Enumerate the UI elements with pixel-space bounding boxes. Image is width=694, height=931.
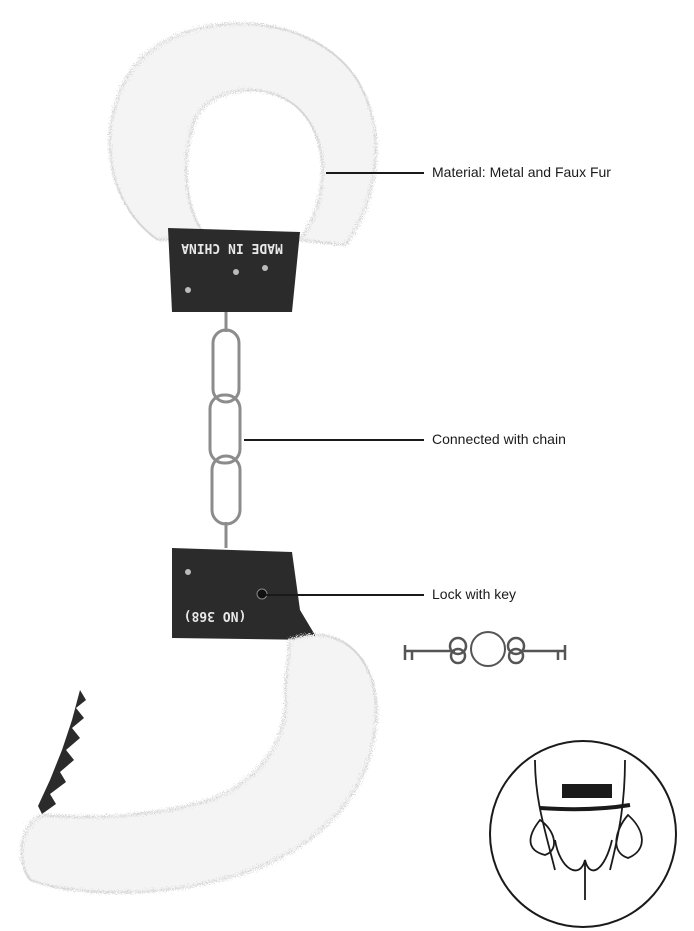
chain-callout: Connected with chain	[432, 431, 566, 447]
top-cuff-body: MADE IN CHINA	[168, 228, 300, 312]
chain	[208, 312, 242, 548]
top-cuff-engraving: MADE IN CHINA	[181, 240, 283, 255]
key-icon	[403, 631, 567, 667]
lock-leader-line	[266, 594, 424, 596]
material-callout: Material: Metal and Faux Fur	[432, 164, 611, 180]
chain-leader-line	[244, 439, 424, 441]
bottom-cuff-body: (NO 368)	[172, 548, 318, 640]
ratchet-teeth	[38, 690, 86, 814]
top-fur-ring	[108, 22, 377, 247]
bottom-fur-sleeve	[20, 634, 378, 894]
lock-callout: Lock with key	[432, 586, 517, 602]
usage-illustration-icon	[489, 740, 677, 928]
material-leader-line	[326, 172, 424, 174]
bottom-cuff-engraving: (NO 368)	[184, 608, 247, 623]
